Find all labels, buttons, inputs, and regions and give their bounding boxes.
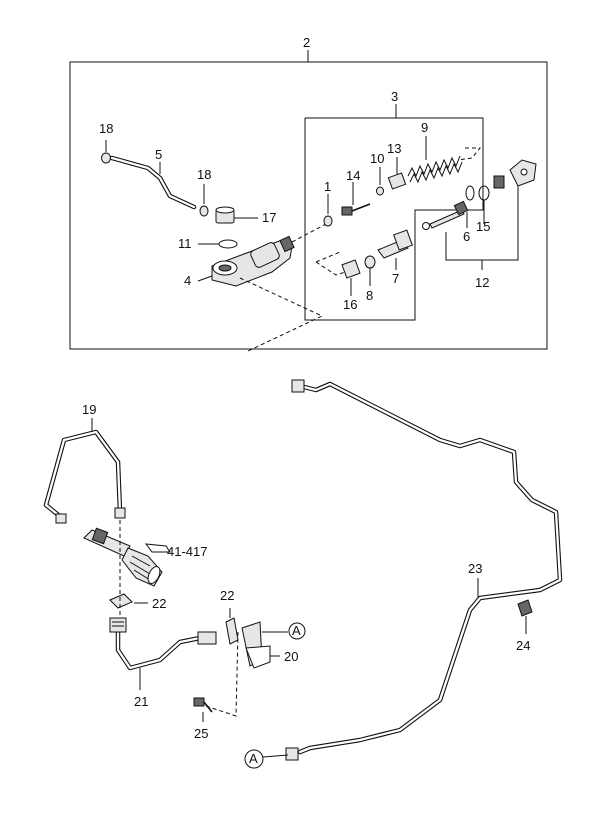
clevis bbox=[493, 159, 537, 189]
hose-clamp bbox=[199, 184, 209, 217]
callout-6: 6 bbox=[463, 229, 470, 244]
cup-seal bbox=[341, 259, 361, 296]
clutch-pipe bbox=[285, 379, 563, 761]
callout-3: 3 bbox=[391, 89, 398, 104]
callout-7: 7 bbox=[392, 271, 399, 286]
callout-24: 24 bbox=[516, 638, 530, 653]
callout-14: 14 bbox=[346, 168, 360, 183]
callout-23: 23 bbox=[468, 561, 482, 576]
piston bbox=[377, 229, 413, 270]
callout-15: 15 bbox=[476, 219, 490, 234]
piston-seal bbox=[323, 194, 333, 227]
repair-kit-outline bbox=[304, 104, 484, 321]
callout-4: 4 bbox=[184, 273, 191, 288]
mounting-bolt bbox=[193, 697, 213, 722]
callout-20: 20 bbox=[284, 649, 298, 664]
assembly-line-outlet bbox=[239, 277, 324, 353]
connector-a-lower bbox=[244, 749, 289, 769]
callout-ref-41-417: 41-417 bbox=[167, 544, 207, 559]
master-cylinder-body bbox=[197, 235, 295, 287]
pipe-grommet bbox=[517, 599, 533, 634]
callout-17: 17 bbox=[262, 210, 276, 225]
clutch-hose-bracket bbox=[43, 418, 126, 524]
hose-clip-upper bbox=[225, 608, 239, 645]
connector-a-lower-label: A bbox=[249, 751, 258, 766]
assembly-line-spring bbox=[457, 147, 482, 161]
spring-seat bbox=[387, 157, 407, 190]
callout-9: 9 bbox=[421, 120, 428, 135]
callout-8: 8 bbox=[366, 288, 373, 303]
callout-22a: 22 bbox=[152, 596, 166, 611]
callout-12: 12 bbox=[475, 275, 489, 290]
callout-25: 25 bbox=[194, 726, 208, 741]
connector-a-upper-label: A bbox=[292, 623, 301, 638]
callout-1: 1 bbox=[324, 179, 331, 194]
callout-2: 2 bbox=[303, 35, 310, 50]
clutch-hose bbox=[109, 617, 217, 690]
callout-19: 19 bbox=[82, 402, 96, 417]
callout-22b: 22 bbox=[220, 588, 234, 603]
master-cylinder-frame bbox=[69, 50, 548, 350]
stop-bolt bbox=[341, 182, 371, 216]
release-cylinder bbox=[83, 527, 171, 587]
hose-bracket bbox=[241, 621, 288, 669]
o-ring bbox=[198, 239, 238, 249]
callout-16: 16 bbox=[343, 297, 357, 312]
push-rod-group-bracket bbox=[445, 180, 519, 270]
connector-a-upper bbox=[288, 622, 306, 640]
lock-ring bbox=[465, 185, 490, 224]
callout-18b: 18 bbox=[197, 167, 211, 182]
callout-13: 13 bbox=[387, 141, 401, 156]
snap-washer bbox=[376, 167, 384, 196]
return-spring bbox=[407, 136, 463, 184]
callout-21: 21 bbox=[134, 694, 148, 709]
reservoir-connector bbox=[215, 206, 258, 224]
callout-18a: 18 bbox=[99, 121, 113, 136]
callout-11: 11 bbox=[178, 236, 192, 251]
hose-clip-lower bbox=[109, 593, 148, 609]
callout-10: 10 bbox=[370, 151, 384, 166]
piston-cup bbox=[364, 255, 376, 286]
hose-cap bbox=[101, 140, 111, 164]
assembly-line-piston bbox=[291, 221, 331, 243]
assembly-line-hose bbox=[205, 631, 239, 717]
reservoir-hose bbox=[109, 155, 197, 210]
callout-5: 5 bbox=[155, 147, 162, 162]
push-rod bbox=[422, 200, 469, 230]
